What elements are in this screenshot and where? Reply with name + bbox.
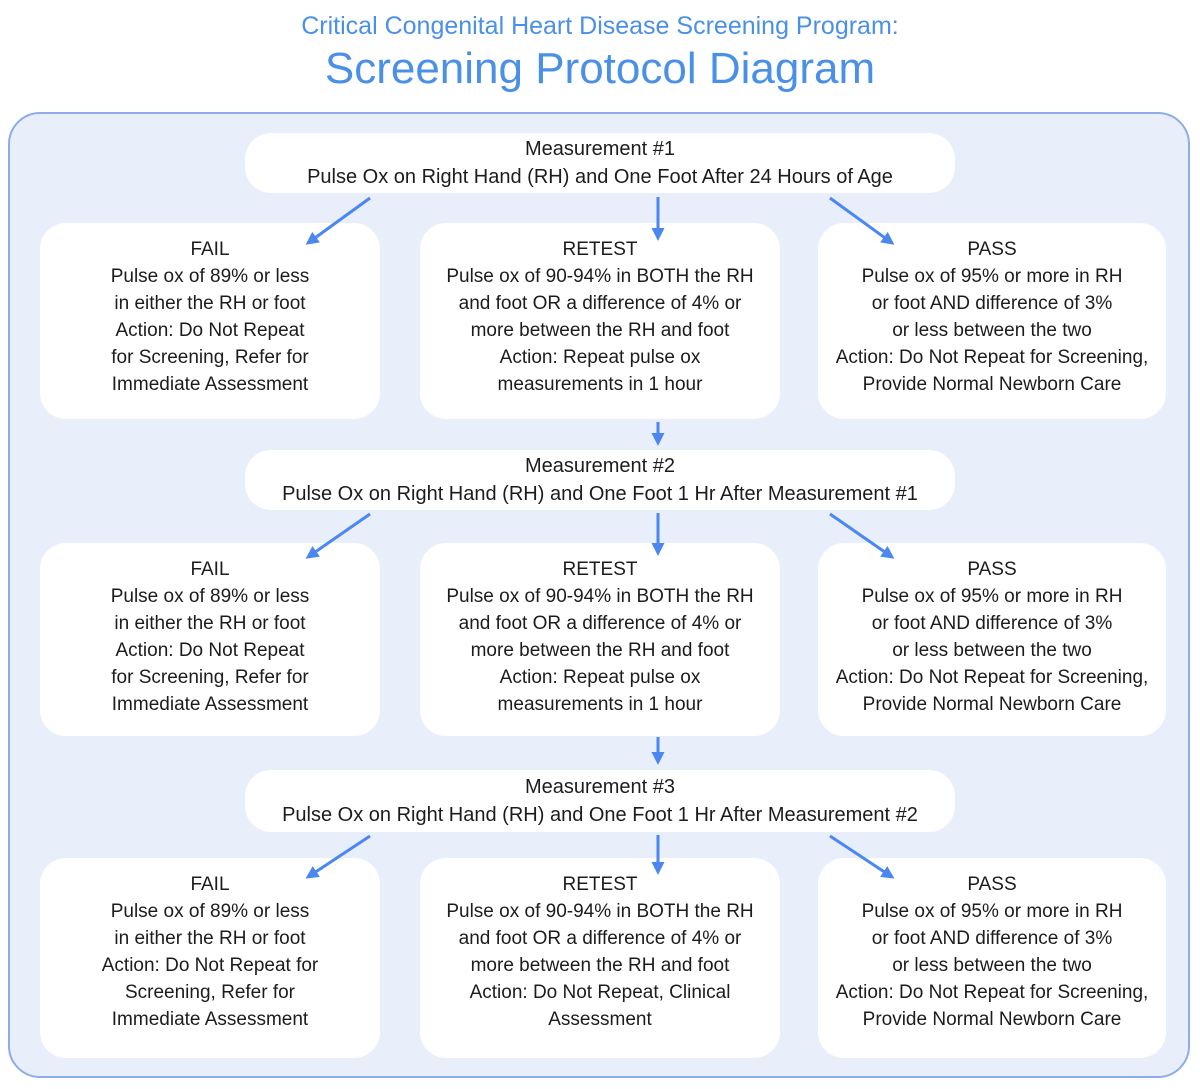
outcome-fail-3-label: FAIL — [190, 874, 230, 895]
outcome-fail-2-label: FAIL — [190, 559, 230, 580]
measurement-3-heading: Measurement #3 — [524, 776, 676, 798]
measurement-2-box: Measurement #2 Pulse Ox on Right Hand (R… — [245, 450, 955, 510]
outcome-box-retest-2: RETEST Pulse ox of 90-94% in BOTH the RH… — [420, 543, 780, 736]
measurement-2-heading: Measurement #2 — [524, 455, 676, 477]
outcome-pass-3-label: PASS — [967, 874, 1017, 895]
measurement-1-box: Measurement #1 Pulse Ox on Right Hand (R… — [245, 133, 955, 193]
outcome-retest-3-body: Pulse ox of 90-94% in BOTH the RH and fo… — [446, 901, 754, 1030]
measurement-3-box: Measurement #3 Pulse Ox on Right Hand (R… — [245, 770, 955, 832]
outcome-retest-3-label: RETEST — [562, 874, 638, 895]
outcome-fail-1-body: Pulse ox of 89% or less in either the RH… — [110, 266, 310, 395]
measurement-3-subheading: Pulse Ox on Right Hand (RH) and One Foot… — [282, 804, 918, 826]
outcome-pass-1-body: Pulse ox of 95% or more in RH or foot AN… — [835, 266, 1149, 395]
page-title-line1: Critical Congenital Heart Disease Screen… — [301, 12, 899, 40]
outcome-retest-1-label: RETEST — [562, 239, 638, 260]
outcome-box-retest-1: RETEST Pulse ox of 90-94% in BOTH the RH… — [420, 223, 780, 419]
measurement-2-subheading: Pulse Ox on Right Hand (RH) and One Foot… — [282, 483, 918, 505]
outcome-retest-2-label: RETEST — [562, 559, 638, 580]
outcome-fail-3-body: Pulse ox of 89% or less in either the RH… — [101, 901, 319, 1030]
measurement-1-heading: Measurement #1 — [524, 138, 676, 160]
outcome-box-pass-1: PASS Pulse ox of 95% or more in RH or fo… — [818, 223, 1166, 419]
outcome-fail-2-body: Pulse ox of 89% or less in either the RH… — [110, 586, 310, 715]
page-title-line2: Screening Protocol Diagram — [324, 44, 876, 93]
measurement-1-subheading: Pulse Ox on Right Hand (RH) and One Foot… — [307, 166, 893, 188]
outcome-pass-2-label: PASS — [967, 559, 1017, 580]
outcome-box-retest-3: RETEST Pulse ox of 90-94% in BOTH the RH… — [420, 858, 780, 1058]
outcome-box-fail-3: FAIL Pulse ox of 89% or less in either t… — [40, 858, 380, 1058]
outcome-box-fail-2: FAIL Pulse ox of 89% or less in either t… — [40, 543, 380, 736]
outcome-retest-1-body: Pulse ox of 90-94% in BOTH the RH and fo… — [446, 266, 754, 395]
outcome-fail-1-label: FAIL — [190, 239, 230, 260]
outcome-retest-2-body: Pulse ox of 90-94% in BOTH the RH and fo… — [446, 586, 754, 715]
outcome-box-pass-3: PASS Pulse ox of 95% or more in RH or fo… — [818, 858, 1166, 1058]
outcome-pass-2-body: Pulse ox of 95% or more in RH or foot AN… — [835, 586, 1149, 715]
outcome-box-pass-2: PASS Pulse ox of 95% or more in RH or fo… — [818, 543, 1166, 736]
outcome-pass-3-body: Pulse ox of 95% or more in RH or foot AN… — [835, 901, 1149, 1030]
outcome-pass-1-label: PASS — [967, 239, 1017, 260]
outcome-box-fail-1: FAIL Pulse ox of 89% or less in either t… — [40, 223, 380, 419]
